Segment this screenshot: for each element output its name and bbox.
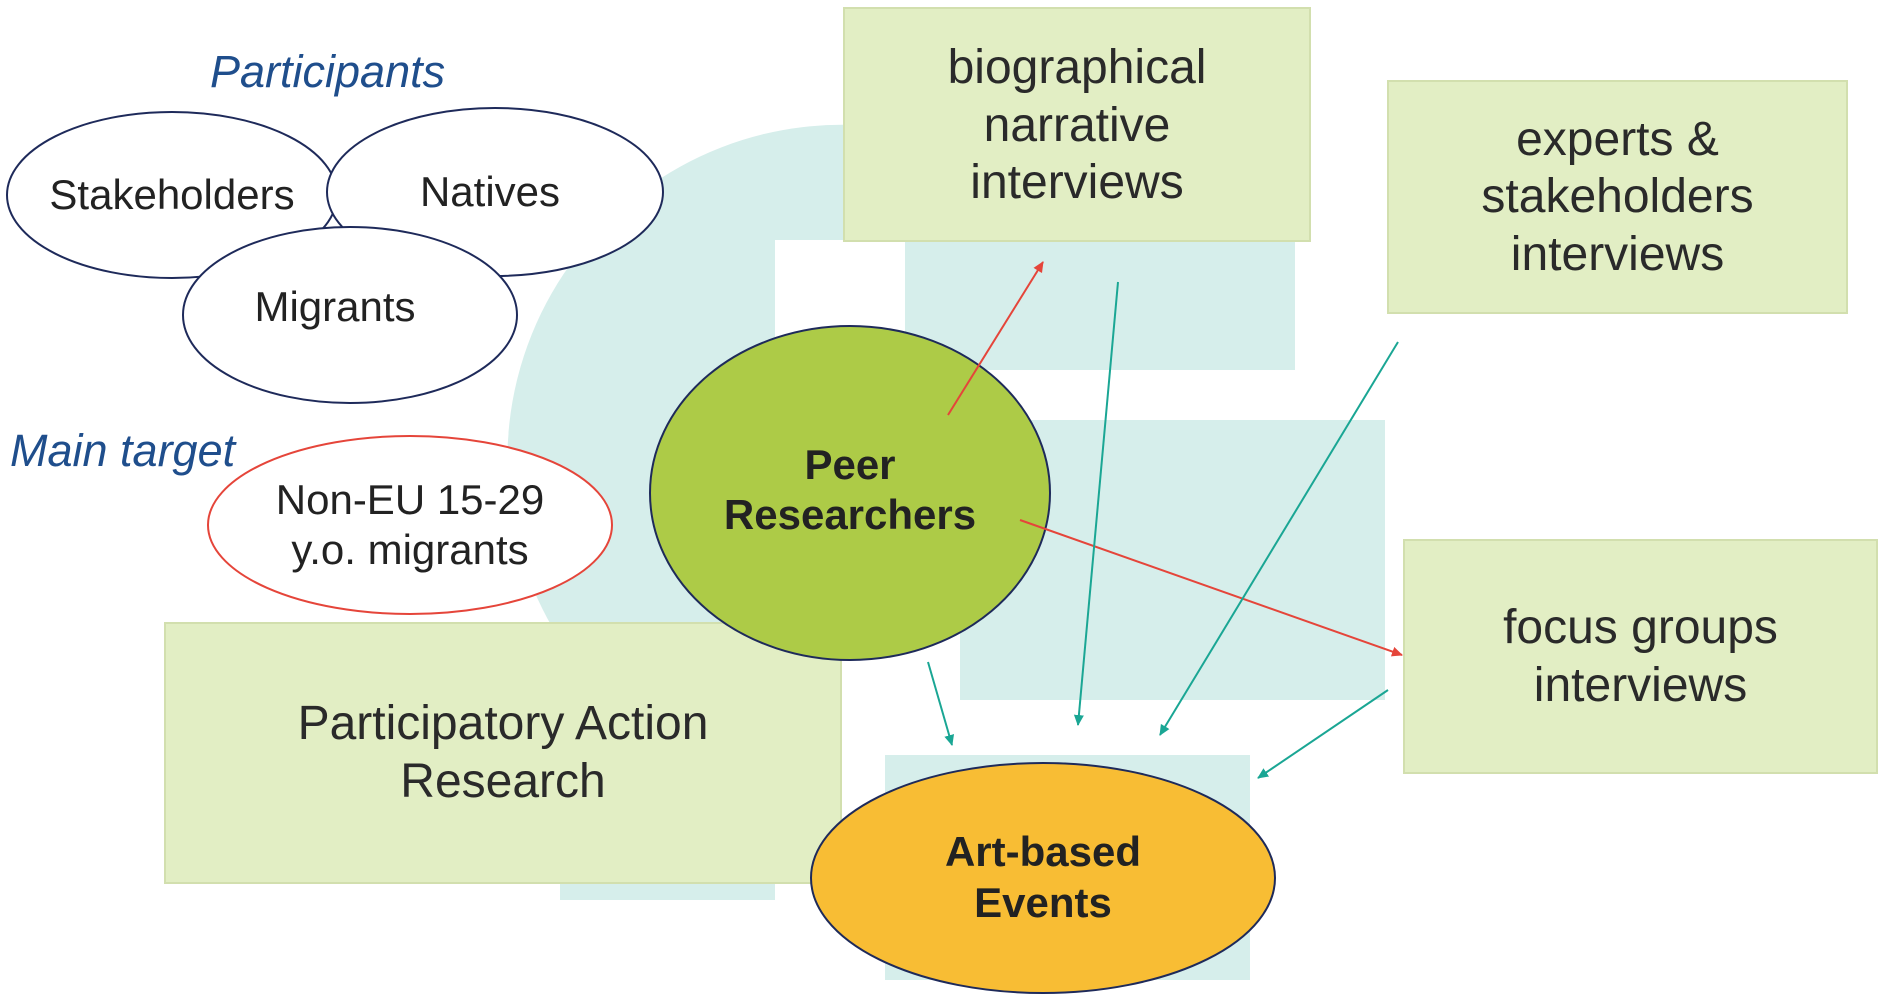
box-experts-interviews: experts & stakeholders interviews: [1387, 80, 1848, 314]
events-line-2: Events: [974, 878, 1112, 926]
peer-line-1: Peer: [804, 440, 896, 488]
ellipse-migrants: [182, 226, 518, 404]
biographical-line-1: biographical: [947, 41, 1207, 94]
focus-line-1: focus groups: [1503, 600, 1778, 654]
method-line-2: Research: [400, 755, 606, 808]
arrow-peer-to-focus: [1019, 519, 1403, 657]
ellipse-main-target: [207, 435, 613, 615]
box-focus-groups: focus groups interviews: [1403, 539, 1878, 774]
main-target-line-1: Non-EU 15-29: [275, 475, 545, 523]
main-target-heading: Main target: [10, 425, 236, 476]
method-line-1: Participatory Action: [297, 697, 709, 751]
arrow-peer-to-biographical: [947, 261, 1044, 416]
ellipse-peer-researchers: [649, 325, 1051, 661]
arrow-biographical-to-events: [1073, 281, 1119, 726]
participants-heading: Participants: [210, 46, 446, 97]
ellipse-art-events: [810, 762, 1276, 994]
biographical-line-3: interviews: [970, 156, 1184, 210]
experts-line-1: experts &: [1516, 112, 1719, 166]
label-stakeholders: Stakeholders: [49, 170, 295, 218]
label-migrants: Migrants: [254, 282, 416, 330]
arrow-focus-to-events: [1257, 689, 1389, 779]
events-line-1: Art-based: [944, 828, 1142, 876]
method-box: Participatory Action Research: [164, 622, 842, 884]
label-natives: Natives: [419, 167, 561, 215]
focus-line-2: interviews: [1533, 658, 1748, 712]
experts-line-2: stakeholders: [1481, 170, 1754, 224]
box-biographical-interviews: biographical narrative interviews: [843, 7, 1311, 242]
label-peer-researchers: Peer Researchers: [690, 430, 1010, 550]
label-main-target: Non-EU 15-29 y.o. migrants: [230, 465, 590, 585]
arrow-experts-to-events: [1159, 341, 1399, 736]
main-target-line-2: y.o. migrants: [291, 526, 529, 573]
biographical-line-2: narrative: [983, 98, 1171, 152]
peer-line-2: Researchers: [723, 491, 977, 538]
arrow-peer-to-events: [927, 661, 955, 746]
label-art-events: Art-based Events: [883, 815, 1203, 940]
experts-line-3: interviews: [1510, 227, 1725, 281]
